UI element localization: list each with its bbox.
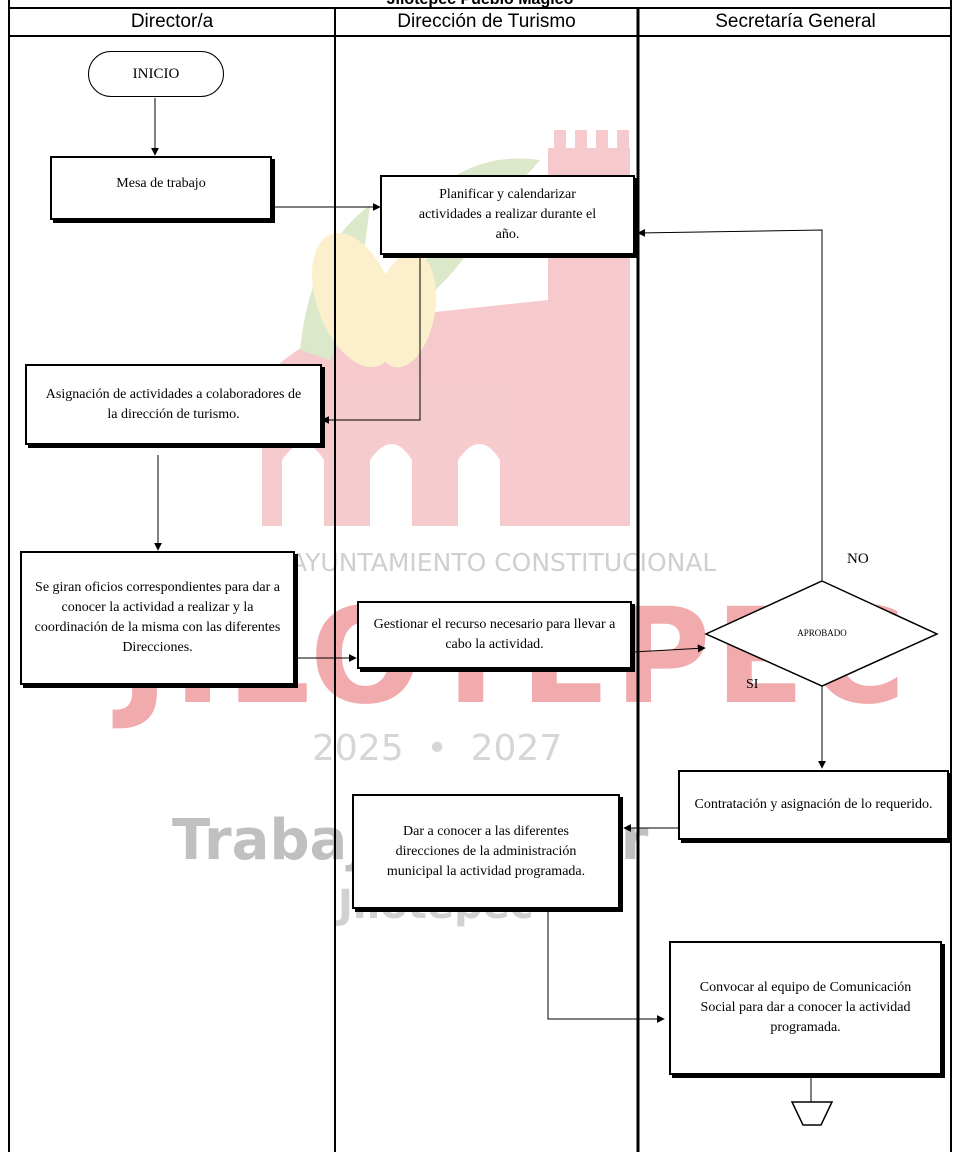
process-convocar: Convocar al equipo de Comunicación Socia… — [669, 941, 942, 1075]
off-page-connector — [790, 1101, 834, 1126]
process-asignacion: Asignación de actividades a colaboradore… — [25, 364, 322, 445]
process-mesa-de-trabajo: Mesa de trabajo — [50, 156, 272, 220]
decision-label: APROBADO — [797, 628, 847, 638]
process-dar-a-conocer: Dar a conocer a las diferentes direccion… — [352, 794, 620, 909]
branch-label-no: NO — [847, 551, 869, 567]
lane-header-director: Director/a — [130, 11, 214, 32]
watermark-text-ayuntamiento: AYUNTAMIENTO CONSTITUCIONAL — [290, 548, 717, 577]
process-contratacion: Contratación y asignación de lo requerid… — [678, 770, 949, 840]
start-terminal: INICIO — [88, 51, 224, 97]
watermark-text-years: 2025 • 2027 — [312, 728, 563, 769]
branch-label-si: SI — [746, 677, 759, 692]
process-planificar: Planificar y calendarizar actividades a … — [380, 175, 635, 255]
lane-header-secretaria: Secretaría General — [715, 11, 876, 32]
lane-header-turismo: Dirección de Turismo — [397, 11, 576, 32]
process-oficios: Se giran oficios correspondientes para d… — [20, 551, 295, 685]
decision-diamond — [704, 580, 939, 687]
diagram-title-strip: Jilotepec Pueblo Mágico — [8, 0, 952, 8]
process-gestionar: Gestionar el recurso necesario para llev… — [357, 601, 632, 669]
diagram-title: Jilotepec Pueblo Mágico — [8, 0, 952, 8]
